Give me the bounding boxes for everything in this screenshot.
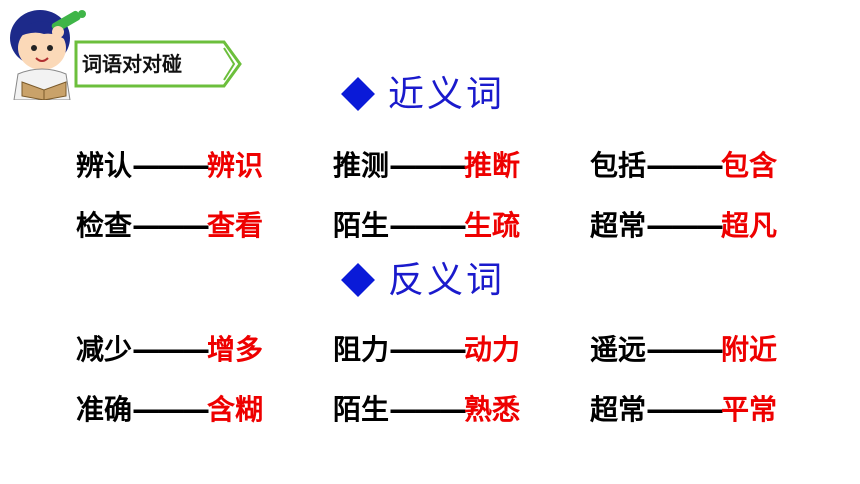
- word: 推测: [333, 149, 390, 182]
- word-pair: 推测———推断: [333, 146, 520, 186]
- page-title: 词语对对碰: [82, 52, 182, 76]
- word-pair: 辨认———辨识: [76, 146, 263, 186]
- answer-word: 增多: [207, 333, 264, 366]
- word-pair: 包括———包含: [590, 146, 777, 186]
- word: 包括: [590, 149, 647, 182]
- answer-word: 辨识: [207, 149, 264, 182]
- word-pair: 陌生———生疏: [333, 206, 520, 246]
- dash-separator: ———: [389, 393, 467, 426]
- answer-word: 附近: [721, 333, 778, 366]
- dash-separator: ———: [646, 333, 724, 366]
- dash-separator: ———: [646, 209, 724, 242]
- word-pair: 减少———增多: [76, 330, 263, 370]
- answer-word: 熟悉: [464, 393, 521, 426]
- word: 检查: [76, 209, 133, 242]
- antonyms-heading-text: 反义词: [388, 260, 506, 301]
- word: 遥远: [590, 333, 647, 366]
- dash-separator: ———: [132, 209, 210, 242]
- answer-word: 动力: [464, 333, 521, 366]
- answer-word: 推断: [464, 149, 521, 182]
- word-pair: 检查———查看: [76, 206, 263, 246]
- title-tag-shape: [74, 40, 242, 88]
- dash-separator: ———: [389, 209, 467, 242]
- answer-word: 含糊: [207, 393, 264, 426]
- word-pair: 超常———平常: [590, 390, 777, 430]
- diamond-bullet-icon: [341, 263, 375, 297]
- word-pair: 阻力———动力: [333, 330, 520, 370]
- answer-word: 包含: [721, 149, 778, 182]
- dash-separator: ———: [389, 149, 467, 182]
- word: 减少: [76, 333, 133, 366]
- answer-word: 超凡: [721, 209, 778, 242]
- answer-word: 平常: [721, 393, 778, 426]
- dash-separator: ———: [646, 149, 724, 182]
- student-mascot-illustration: [10, 10, 86, 100]
- word: 陌生: [333, 209, 390, 242]
- dash-separator: ———: [132, 149, 210, 182]
- dash-separator: ———: [389, 333, 467, 366]
- answer-word: 查看: [207, 209, 264, 242]
- antonyms-heading: 反义词: [340, 256, 505, 306]
- dash-separator: ———: [646, 393, 724, 426]
- word: 辨认: [76, 149, 133, 182]
- word-pair: 超常———超凡: [590, 206, 777, 246]
- synonyms-heading-text: 近义词: [388, 74, 506, 115]
- dash-separator: ———: [132, 393, 210, 426]
- word: 超常: [590, 393, 647, 426]
- word: 准确: [76, 393, 133, 426]
- answer-word: 生疏: [464, 209, 521, 242]
- word-pair: 陌生———熟悉: [333, 390, 520, 430]
- diamond-bullet-icon: [341, 77, 375, 111]
- dash-separator: ———: [132, 333, 210, 366]
- word-pair: 准确———含糊: [76, 390, 263, 430]
- word: 阻力: [333, 333, 390, 366]
- word-pair: 遥远———附近: [590, 330, 777, 370]
- synonyms-heading: 近义词: [340, 70, 505, 120]
- word: 超常: [590, 209, 647, 242]
- word: 陌生: [333, 393, 390, 426]
